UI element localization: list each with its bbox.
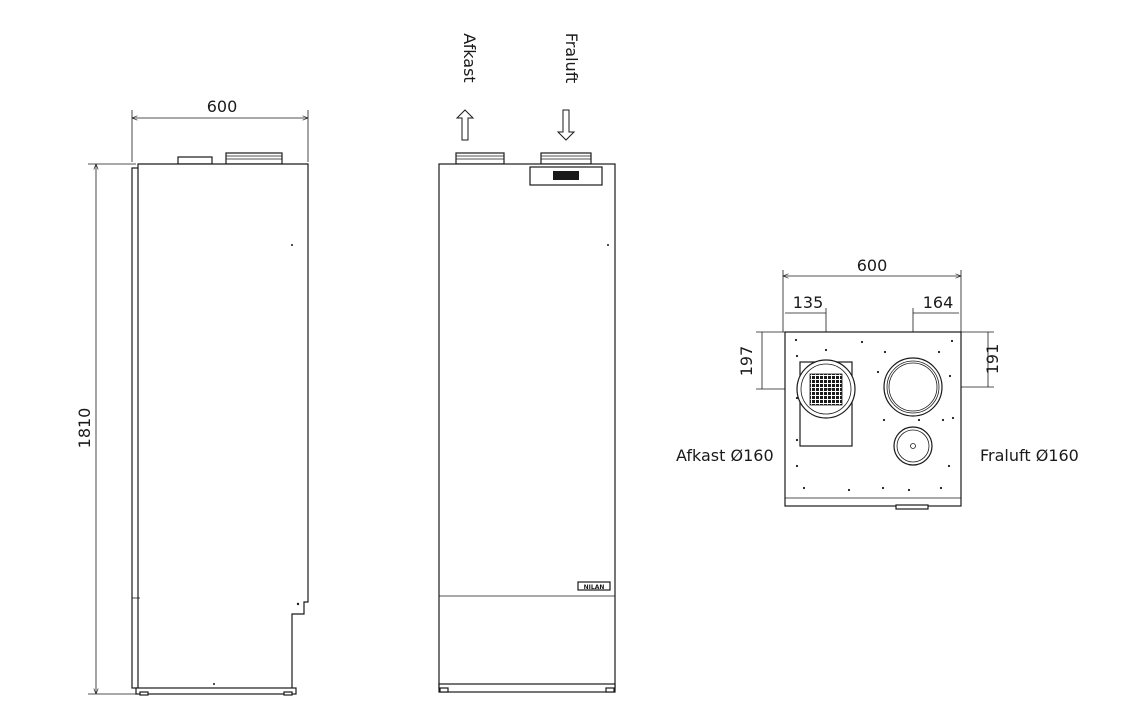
supply-direction-label: Fraluft [562, 33, 581, 84]
side-duct-stub-left [177, 156, 213, 165]
side-height-dimension: 1810 [75, 163, 136, 695]
top-view: 600 135 164 197 191 [676, 256, 1079, 510]
offset-right-label: 164 [923, 293, 954, 312]
side-width-dimension: 600 [131, 97, 309, 162]
offset-left-dimension: 135 [785, 293, 827, 386]
front-cabinet-body [438, 163, 616, 689]
depth-right-label: 191 [983, 344, 1002, 375]
front-base [438, 683, 616, 693]
supply-port [883, 357, 943, 417]
side-cabinet-body [137, 163, 309, 691]
supply-down-arrow-icon [556, 109, 576, 141]
front-duct-stub-right [540, 152, 592, 165]
side-duct-stub-right [225, 152, 283, 165]
exhaust-grille [809, 373, 843, 406]
side-base [135, 687, 297, 695]
exhaust-port-label: Afkast Ø160 [676, 446, 774, 465]
exhaust-direction-label: Afkast [460, 33, 479, 82]
front-duct-stub-left [455, 152, 505, 165]
side-view: 600 1810 [75, 97, 309, 696]
side-height-label: 1810 [75, 408, 94, 449]
brand-plate: NILAN [577, 581, 611, 591]
drain-port [893, 426, 933, 466]
exhaust-port [796, 359, 856, 447]
depth-left-label: 197 [737, 346, 756, 377]
brand-text: NILAN [584, 584, 605, 591]
front-view: Afkast Fraluft NILAN [438, 33, 616, 693]
control-display [553, 171, 579, 180]
offset-left-label: 135 [793, 293, 824, 312]
top-width-dimension: 600 [782, 256, 962, 332]
exhaust-up-arrow-icon [455, 109, 475, 141]
side-width-label: 600 [207, 97, 238, 116]
top-width-label: 600 [857, 256, 888, 275]
fixing-holes [794, 338, 955, 492]
supply-port-label: Fraluft Ø160 [980, 446, 1079, 465]
